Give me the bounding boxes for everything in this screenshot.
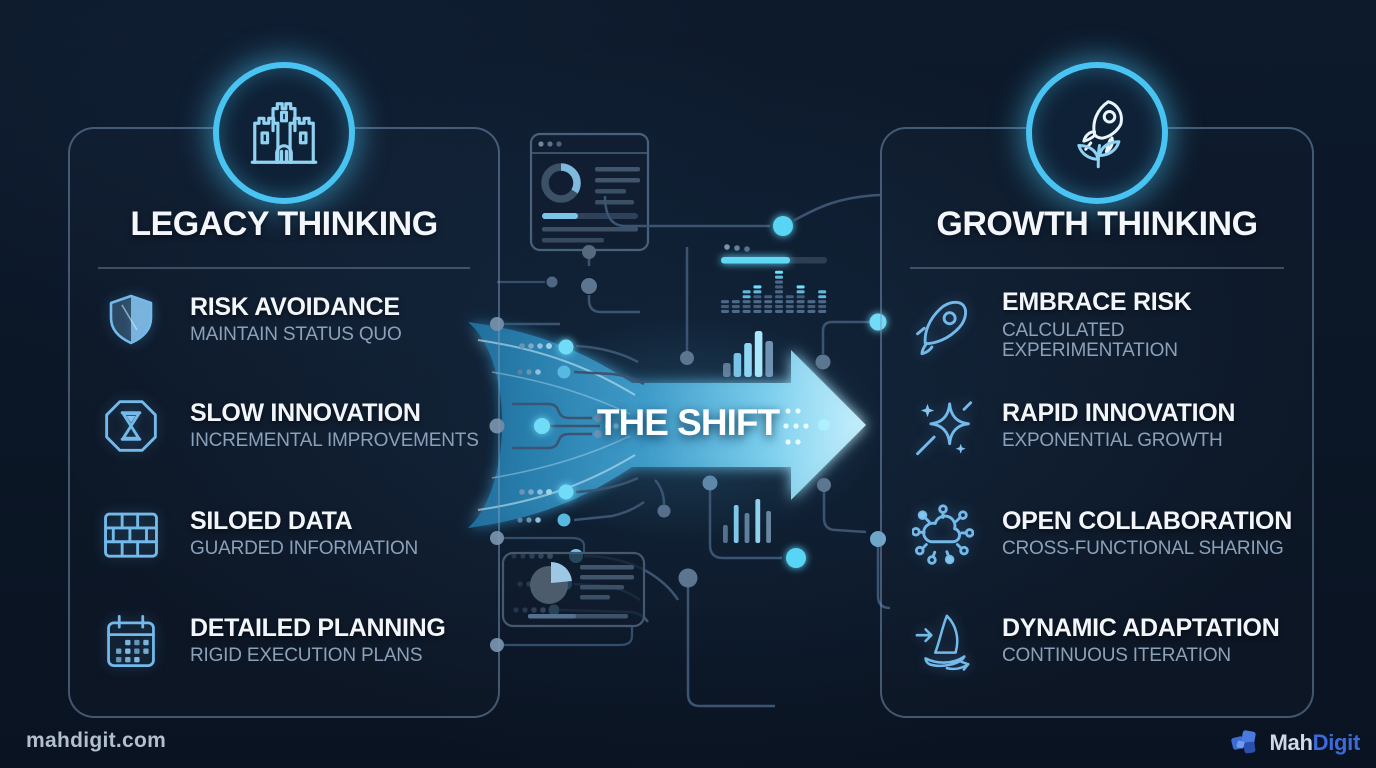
list-item-slow-innovation: SLOW INNOVATION INCREMENTAL IMPROVEMENTS	[100, 395, 484, 457]
equalizer-decor	[721, 244, 827, 313]
sailboat-icon	[912, 610, 974, 672]
item-title: RAPID INNOVATION	[1002, 398, 1236, 427]
legacy-badge	[213, 62, 355, 204]
item-title: SILOED DATA	[190, 506, 353, 535]
item-title: OPEN COLLABORATION	[1002, 506, 1292, 535]
item-subtitle: INCREMENTAL IMPROVEMENTS	[190, 430, 479, 452]
dashboard-card-decor	[529, 132, 650, 252]
item-subtitle: CALCULATED EXPERIMENTATION	[1002, 319, 1178, 362]
brand-logo: MahDigit	[1229, 728, 1361, 758]
brand-logo-text: MahDigit	[1270, 730, 1361, 756]
legacy-panel: LEGACY THINKING RISK AVOIDANCE MAINTAIN …	[68, 62, 500, 718]
rocket-plant-icon	[1077, 100, 1123, 169]
hourglass-icon	[100, 395, 162, 457]
item-subtitle: CROSS-FUNCTIONAL SHARING	[1002, 538, 1284, 560]
item-subtitle: CONTINUOUS ITERATION	[1002, 645, 1231, 667]
list-item-open-collaboration: OPEN COLLABORATION CROSS-FUNCTIONAL SHAR…	[912, 503, 1298, 565]
sparkles-icon	[912, 395, 974, 457]
growth-title: GROWTH THINKING	[936, 205, 1258, 243]
brand-first: Mah	[1269, 730, 1313, 755]
list-item-detailed-planning: DETAILED PLANNING RIGID EXECUTION PLANS	[100, 610, 484, 672]
calendar-icon	[100, 610, 162, 672]
list-item-risk-avoidance: RISK AVOIDANCE MAINTAIN STATUS QUO	[100, 289, 484, 351]
left-border-nodes	[489, 317, 505, 652]
pie-card-decor	[501, 551, 646, 628]
arrow-data-dots	[783, 408, 830, 445]
rocket-icon	[912, 295, 974, 357]
item-title: SLOW INNOVATION	[190, 398, 421, 427]
item-title: DETAILED PLANNING	[190, 613, 446, 642]
brand-logo-icon	[1230, 730, 1256, 754]
item-subtitle: EXPONENTIAL GROWTH	[1002, 430, 1223, 452]
shift-title: THE SHIFT	[596, 402, 780, 443]
item-subtitle: RIGID EXECUTION PLANS	[190, 645, 423, 667]
right-traces	[654, 320, 891, 708]
network-cloud-icon	[912, 503, 974, 565]
list-item-rapid-innovation: RAPID INNOVATION EXPONENTIAL GROWTH	[912, 395, 1298, 457]
legacy-title: LEGACY THINKING	[130, 205, 438, 243]
list-item-dynamic-adaptation: DYNAMIC ADAPTATION CONTINUOUS ITERATION	[912, 610, 1298, 672]
legacy-divider	[98, 267, 470, 269]
left-traces	[504, 322, 680, 623]
right-trace-nodes	[657, 313, 887, 588]
bar-chart-bottom-decor	[723, 499, 771, 543]
watermark-url: mahdigit.com	[26, 729, 167, 752]
item-subtitle: GUARDED INFORMATION	[190, 538, 419, 560]
item-title: RISK AVOIDANCE	[190, 292, 400, 321]
brick-wall-icon	[100, 503, 162, 565]
bar-chart-top-decor	[723, 331, 773, 377]
shield-icon	[100, 289, 162, 351]
growth-divider	[910, 267, 1284, 269]
growth-badge	[1026, 62, 1168, 204]
brand-second: Digit	[1312, 730, 1361, 755]
list-item-siloed-data: SILOED DATA GUARDED INFORMATION	[100, 503, 484, 565]
list-item-embrace-risk: EMBRACE RISK CALCULATED EXPERIMENTATION	[912, 288, 1298, 362]
item-subtitle: MAINTAIN STATUS QUO	[190, 324, 402, 346]
growth-panel: GROWTH THINKING EMBRACE RISK CALCULATED …	[880, 62, 1314, 718]
item-title: DYNAMIC ADAPTATION	[1002, 613, 1280, 642]
castle-icon	[250, 102, 318, 164]
item-title: EMBRACE RISK	[1002, 288, 1192, 316]
